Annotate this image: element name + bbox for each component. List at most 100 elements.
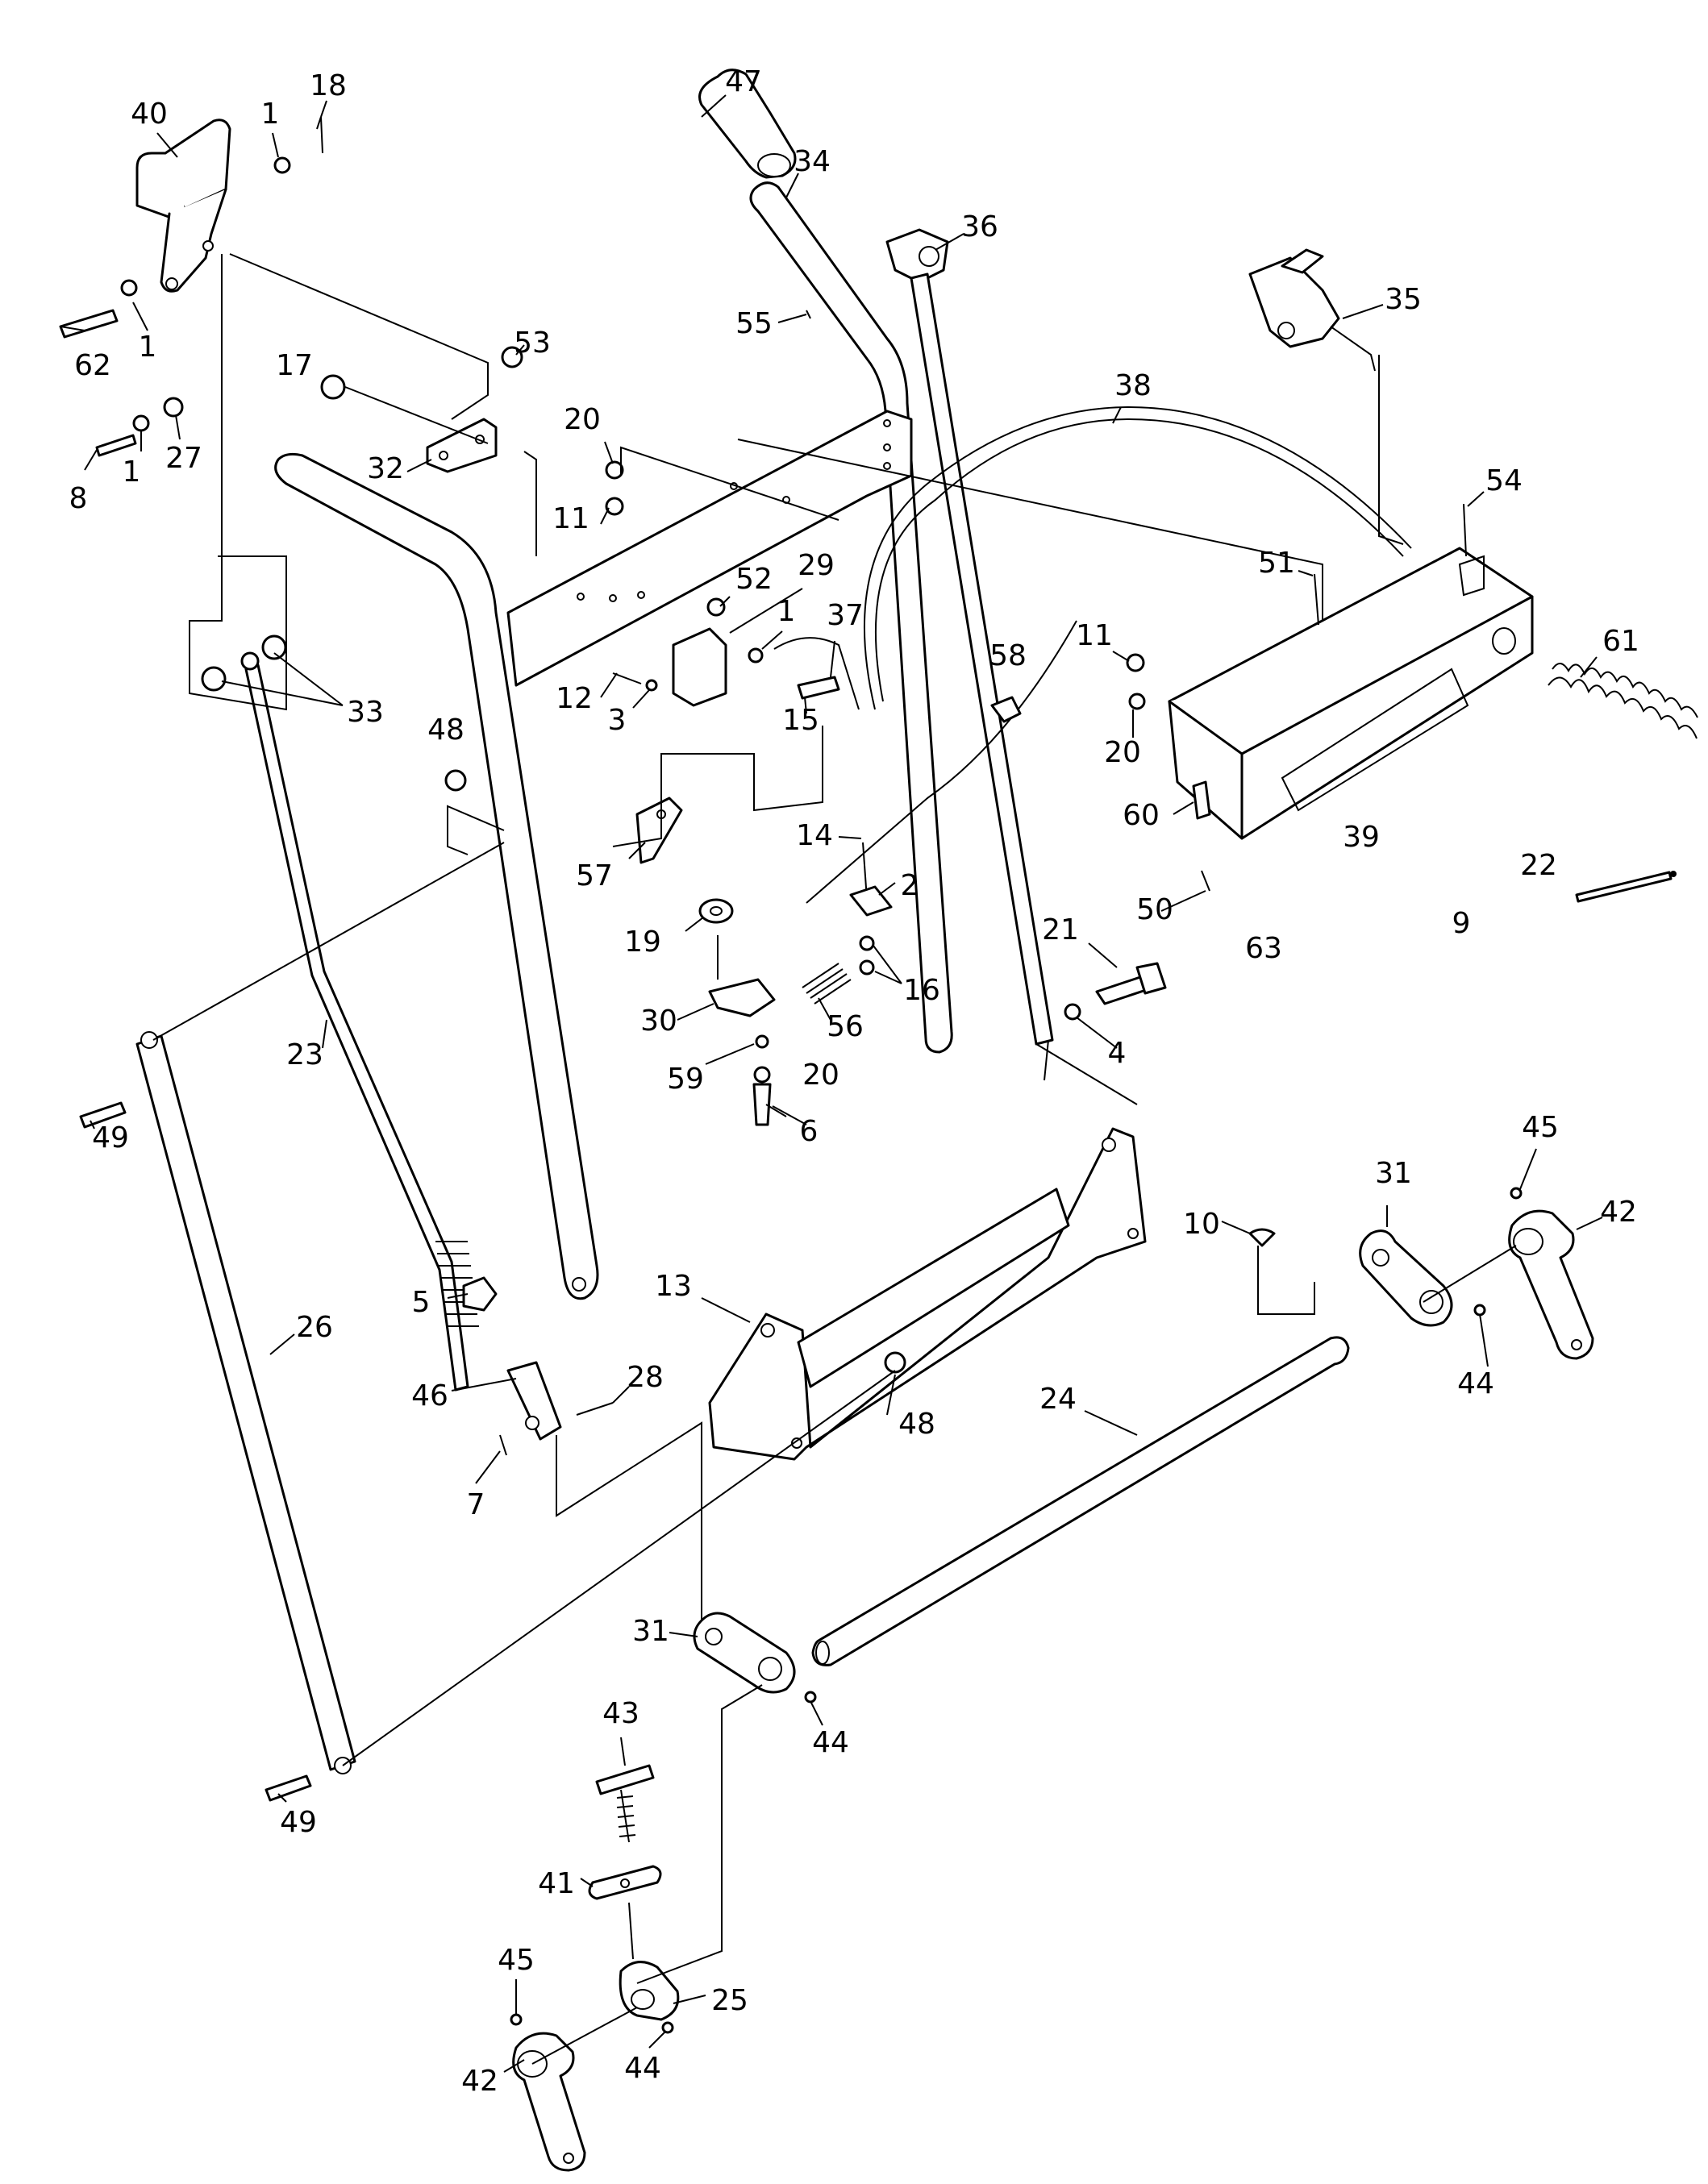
callout-60: 60 [1123,799,1160,832]
callout-46: 46 [411,1379,448,1412]
part-spring-pin [595,1764,655,1843]
callout-44: 44 [812,1726,849,1759]
callout-9: 9 [1452,907,1471,940]
callout-44: 44 [624,2052,661,2085]
callout-8: 8 [69,482,88,515]
callout-28: 28 [627,1361,664,1394]
callout-44: 44 [1457,1367,1494,1400]
callout-26: 26 [296,1311,333,1344]
part-small-hardware [59,116,1523,2034]
part-mount-bracket [708,1127,1147,1461]
callout-37: 37 [827,599,864,632]
callout-20: 20 [802,1059,839,1092]
callout-labels: 40 1 18 47 34 36 35 62 1 17 53 55 8 1 27… [69,65,1639,2098]
part-left-handle-tube [274,452,599,1300]
callout-12: 12 [556,682,593,715]
callout-36: 36 [961,210,998,243]
callout-49: 49 [92,1121,129,1154]
callout-33: 33 [347,696,384,729]
part-collar-bottom [619,1961,680,2021]
callout-13: 13 [655,1270,692,1303]
part-main-frame [506,410,913,687]
callout-56: 56 [827,1010,864,1043]
part-control-panel [1168,547,1534,840]
callout-24: 24 [1039,1383,1077,1416]
callout-34: 34 [794,145,831,178]
callout-39: 39 [1343,821,1380,854]
callout-22: 22 [1520,849,1557,882]
callout-59: 59 [667,1063,704,1096]
callout-30: 30 [640,1005,677,1038]
callout-21: 21 [1042,913,1079,946]
callout-16: 16 [903,974,940,1007]
callout-7: 7 [467,1488,485,1521]
callout-11: 11 [552,502,589,535]
callout-50: 50 [1136,893,1173,926]
callout-61: 61 [1602,625,1639,658]
callout-1: 1 [139,331,157,364]
callout-14: 14 [796,819,833,852]
callout-55: 55 [735,307,773,340]
callout-54: 54 [1485,464,1523,497]
callout-48: 48 [898,1408,935,1441]
callout-1: 1 [123,456,141,489]
callout-18: 18 [310,69,347,102]
callout-62: 62 [74,349,111,382]
assembly-lines [152,253,1517,2065]
callout-31: 31 [1375,1157,1412,1190]
part-crank-right [1508,1209,1594,1360]
callout-63: 63 [1245,932,1282,965]
callout-48: 48 [427,713,464,747]
callout-27: 27 [165,442,202,475]
callout-35: 35 [1385,283,1422,316]
callout-40: 40 [131,98,168,131]
callout-57: 57 [576,859,613,892]
callout-4: 4 [1108,1037,1127,1070]
callout-49: 49 [280,1806,317,1839]
callout-2: 2 [901,869,919,902]
callout-31: 31 [632,1615,669,1648]
part-handle-bracket [135,119,231,293]
part-pivot-arm-left [693,1612,796,1694]
callout-25: 25 [711,1984,748,2017]
part-adjuster-rod [244,664,479,1392]
callout-45: 45 [498,1944,535,1977]
callout-29: 29 [798,549,835,582]
part-crank-bottom [512,2032,586,2172]
callout-20: 20 [564,403,601,436]
callout-20: 20 [1104,736,1141,769]
callout-11: 11 [1076,619,1113,652]
callout-38: 38 [1114,369,1152,402]
callout-53: 53 [514,327,551,360]
callout-58: 58 [989,639,1027,672]
callout-52: 52 [735,563,773,596]
callout-41: 41 [538,1867,575,1900]
part-long-link [135,1031,356,1774]
callout-19: 19 [624,926,661,959]
callout-15: 15 [782,704,819,737]
callout-42: 42 [461,2065,498,2098]
part-pin [1575,871,1677,903]
callout-6: 6 [800,1115,819,1148]
callout-32: 32 [367,452,404,485]
part-cross-shaft [811,1336,1350,1666]
part-cable [806,406,1412,904]
callout-17: 17 [276,349,313,382]
part-cable-actuator [1248,248,1376,372]
part-latch-plate [588,1865,662,1900]
callout-1: 1 [261,98,280,131]
callout-3: 3 [608,704,627,737]
callout-43: 43 [602,1697,639,1730]
callout-5: 5 [412,1286,431,1319]
callout-10: 10 [1183,1208,1220,1241]
callout-leaders [60,94,1603,2073]
callout-47: 47 [725,65,762,98]
callout-51: 51 [1258,547,1295,580]
callout-23: 23 [286,1038,323,1071]
callout-1: 1 [777,595,796,628]
part-pivot-arm-right [1359,1229,1453,1327]
part-coil-spring [1548,663,1698,739]
callout-42: 42 [1600,1196,1637,1229]
callout-45: 45 [1522,1111,1559,1144]
